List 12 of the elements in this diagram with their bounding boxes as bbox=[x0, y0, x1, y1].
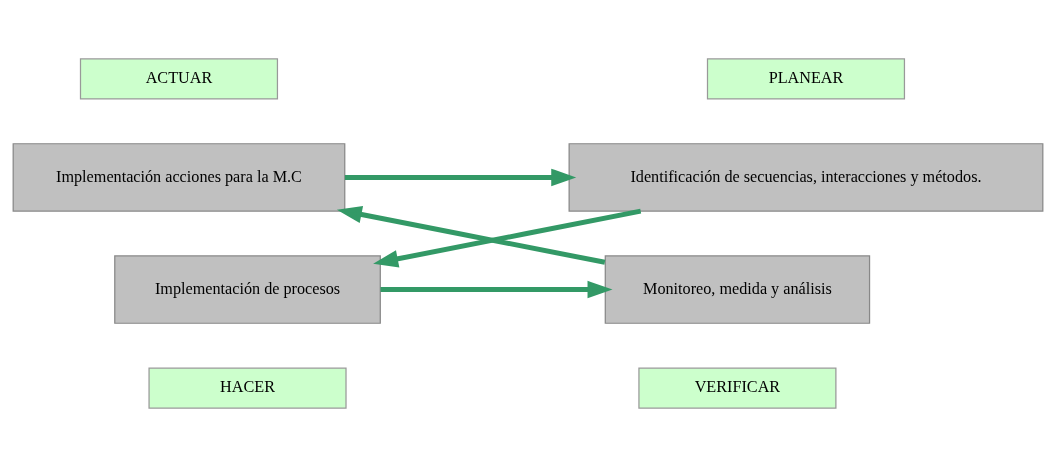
node-box: VERIFICAR bbox=[638, 367, 837, 409]
arrow bbox=[380, 280, 613, 298]
node-box: Monitoreo, medida y análisis bbox=[604, 254, 871, 324]
node-box: Implementación de procesos bbox=[114, 254, 381, 324]
node-box: Implementación acciones para la M.C bbox=[12, 142, 346, 212]
node-box: HACER bbox=[148, 367, 347, 409]
arrow bbox=[373, 208, 642, 267]
arrow bbox=[336, 205, 606, 265]
node-box: ACTUAR bbox=[79, 57, 279, 99]
arrow bbox=[344, 168, 577, 186]
node-box: PLANEAR bbox=[706, 57, 906, 99]
node-box: Identificación de secuencias, interacciones y métodos. bbox=[568, 142, 1044, 212]
